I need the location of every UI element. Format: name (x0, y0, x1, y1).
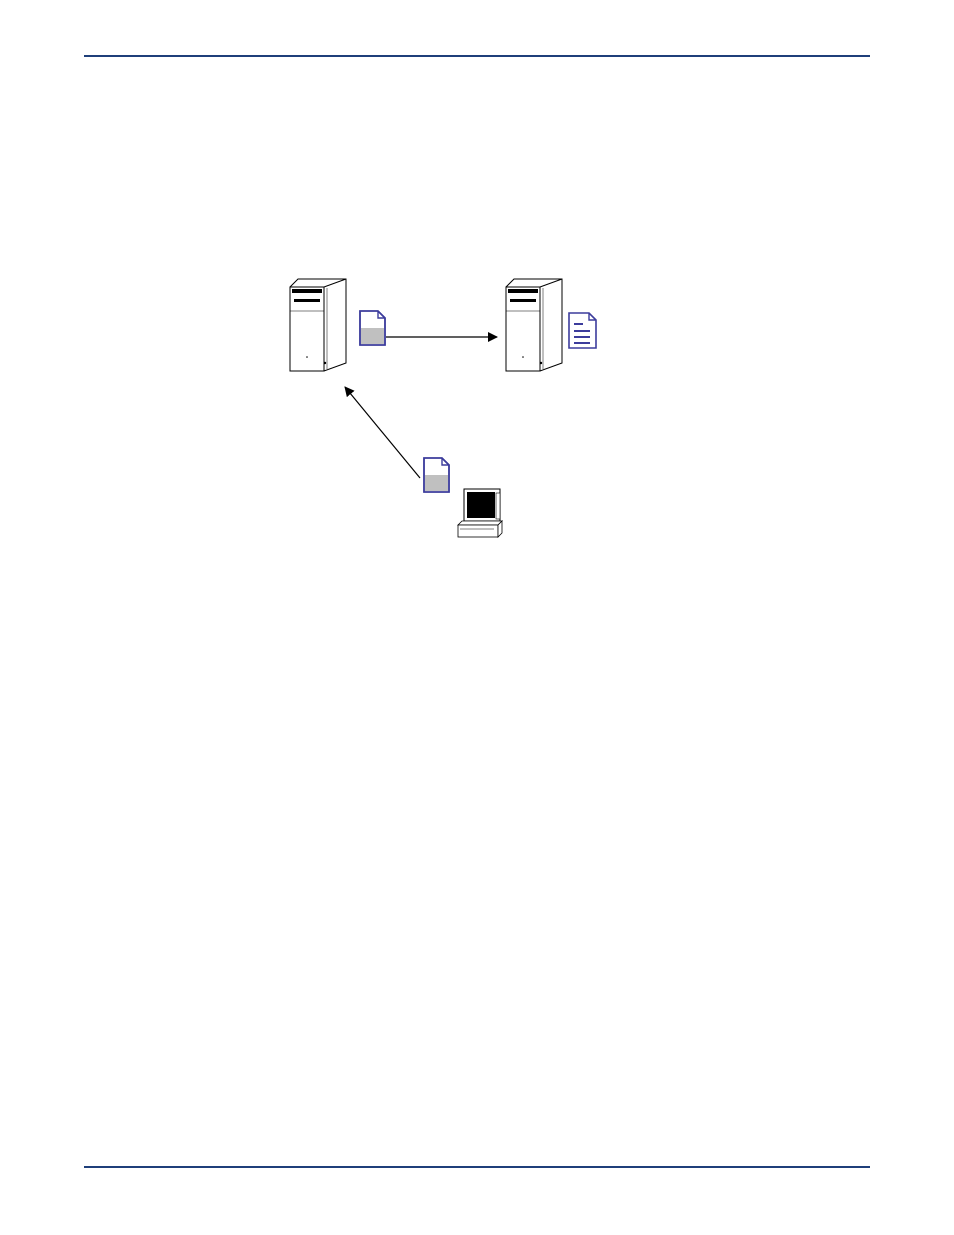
source-server-icon (290, 279, 346, 371)
desktop-computer-icon (458, 489, 502, 537)
upload-arrow (345, 387, 420, 478)
target-server-icon (506, 279, 562, 371)
partial-document-icon (360, 311, 385, 345)
partial-document-icon (424, 458, 449, 492)
text-document-icon (569, 313, 596, 348)
